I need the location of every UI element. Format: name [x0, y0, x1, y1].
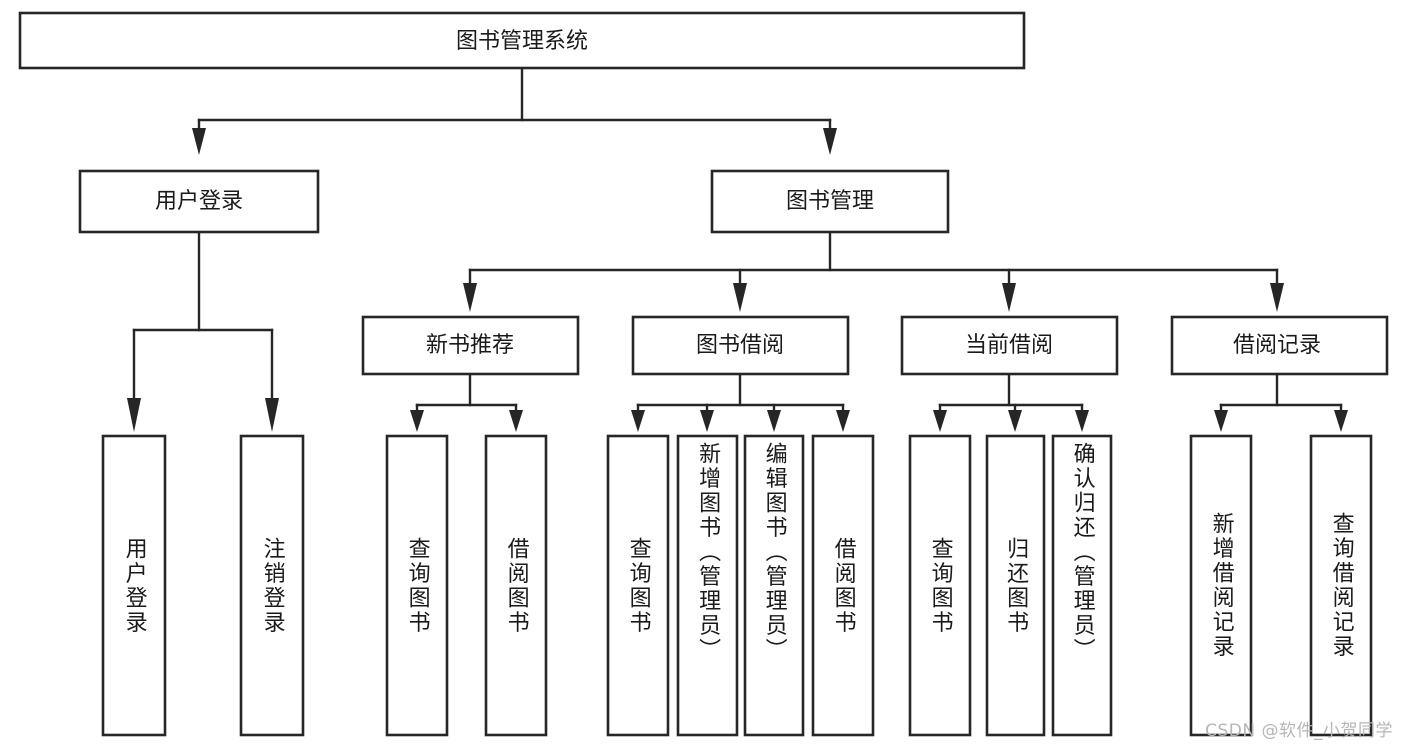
- node-user-login-rect[interactable]: [78, 169, 320, 234]
- arrow-head-to-current-borrow: [1002, 283, 1016, 312]
- node-book-manage[interactable]: 图书管理: [710, 169, 950, 234]
- node-book-borrow[interactable]: 图书借阅: [631, 315, 850, 376]
- node-borrow-record-label: 借阅记录: [1233, 333, 1321, 358]
- connector-group-new-book-rec: [410, 372, 523, 432]
- connector-group-book-manage: [463, 230, 1284, 312]
- arrow-head-leaf-query-record: [1334, 410, 1348, 432]
- node-root-label: 图书管理系统: [456, 29, 588, 54]
- arrow-head-leaf-confirm-return: [1075, 410, 1089, 432]
- connector-group-user-login: [127, 230, 279, 432]
- node-new-book-rec-rect[interactable]: [361, 315, 580, 376]
- arrow-head-to-book-borrow: [733, 283, 747, 312]
- arrow-head-leaf-query-book-b: [631, 410, 645, 432]
- node-leaf-add-record-rect[interactable]: [1189, 434, 1253, 737]
- node-leaf-user-login-rect[interactable]: [101, 434, 167, 737]
- node-leaf-query-record-rect[interactable]: [1309, 434, 1373, 737]
- connector-group-borrow-record: [1214, 372, 1348, 432]
- arrow-head-leaf-query-book-c: [933, 410, 947, 432]
- node-new-book-rec[interactable]: 新书推荐: [361, 315, 580, 376]
- node-book-borrow-label: 图书借阅: [696, 333, 784, 358]
- node-leaf-query-book-rec-rect[interactable]: [385, 434, 449, 737]
- node-leaf-logout-rect[interactable]: [239, 434, 305, 737]
- node-leaf-borrow-book-rec-rect[interactable]: [484, 434, 548, 737]
- csdn-watermark: CSDN @软件_小贺同学: [1205, 721, 1393, 741]
- node-leaf-confirm-return-rect[interactable]: [1051, 434, 1113, 737]
- arrow-head-leaf-logout: [265, 398, 279, 432]
- arrow-head-leaf-query-book-rec: [410, 410, 424, 432]
- node-book-manage-label: 图书管理: [786, 189, 874, 214]
- connector-group-book-borrow: [631, 372, 850, 432]
- node-leaf-query-book-b-rect[interactable]: [606, 434, 670, 737]
- node-book-borrow-rect[interactable]: [631, 315, 850, 376]
- node-current-borrow-label: 当前借阅: [965, 333, 1053, 358]
- node-leaf-return-book-rect[interactable]: [985, 434, 1046, 737]
- node-borrow-record-rect[interactable]: [1170, 315, 1389, 376]
- node-leaf-query-book-c-rect[interactable]: [908, 434, 972, 737]
- arrow-head-to-user-login: [192, 128, 206, 155]
- node-book-manage-rect[interactable]: [710, 169, 950, 234]
- connector-group-current-borrow: [933, 372, 1089, 432]
- node-root[interactable]: 图书管理系统: [18, 11, 1026, 70]
- node-borrow-record[interactable]: 借阅记录: [1170, 315, 1389, 376]
- node-new-book-rec-label: 新书推荐: [426, 333, 514, 358]
- arrow-head-to-new-book-rec: [463, 283, 477, 312]
- arrow-head-leaf-edit-book: [767, 410, 781, 432]
- node-user-login[interactable]: 用户登录: [78, 169, 320, 234]
- connector-group-root: [192, 66, 837, 155]
- node-current-borrow[interactable]: 当前借阅: [900, 315, 1119, 376]
- arrow-head-leaf-borrow-book-rec: [509, 410, 523, 432]
- arrow-head-to-borrow-record: [1270, 283, 1284, 312]
- node-leaf-borrow-book-b-rect[interactable]: [811, 434, 875, 737]
- arrow-head-leaf-return-book: [1008, 410, 1022, 432]
- node-root-rect[interactable]: [18, 11, 1026, 70]
- arrow-head-leaf-borrow-book-b: [836, 410, 850, 432]
- node-leaf-add-book-rect[interactable]: [676, 434, 739, 737]
- arrow-head-to-book-manage: [823, 128, 837, 155]
- leaf-rect-group: [101, 434, 1373, 737]
- arrow-head-leaf-add-book: [700, 410, 714, 432]
- node-leaf-edit-book-rect[interactable]: [743, 434, 805, 737]
- arrow-head-leaf-user-login: [127, 398, 141, 432]
- node-current-borrow-rect[interactable]: [900, 315, 1119, 376]
- arrow-head-leaf-add-record: [1214, 410, 1228, 432]
- node-user-login-label: 用户登录: [155, 189, 243, 214]
